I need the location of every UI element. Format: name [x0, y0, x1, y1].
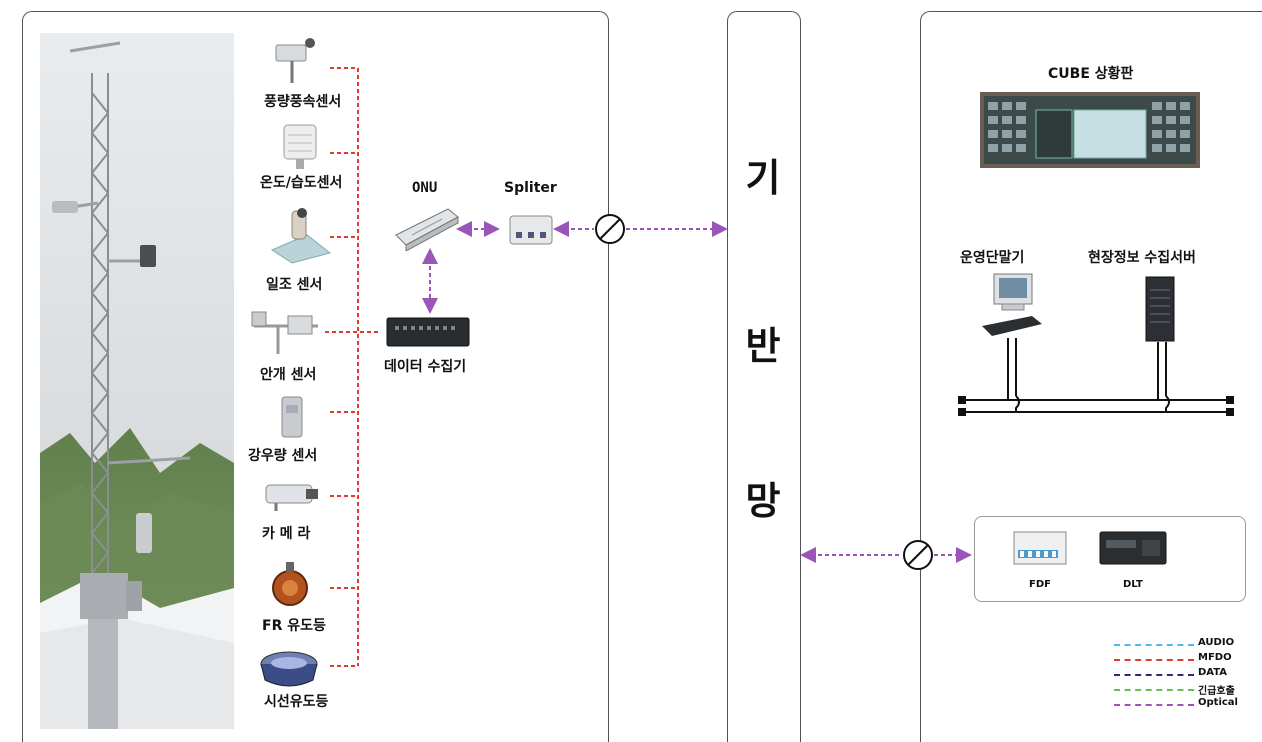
- sensor-label-temp-humidity: 온도/습도센서: [260, 175, 343, 191]
- onu-device-icon: [392, 205, 460, 251]
- sensor-label-fog: 안개 센서: [260, 367, 317, 383]
- fog-sensor-icon: [248, 296, 324, 356]
- camera-icon: [262, 475, 322, 513]
- fdf-device-icon: [1010, 524, 1070, 572]
- sensor-label-camera: 카 메 라: [262, 526, 311, 542]
- temperature-humidity-sensor-icon: [280, 123, 320, 171]
- sunshine-sensor-icon: [262, 205, 332, 265]
- rain-gauge-icon: [280, 395, 304, 439]
- sensor-label-wind: 풍량풍속센서: [264, 94, 342, 110]
- cube-status-board-icon: [980, 92, 1200, 168]
- legend-item: AUDIO: [1114, 637, 1254, 651]
- legend-label: MFDO: [1198, 652, 1232, 663]
- optical-connector-icon: [595, 214, 933, 570]
- backbone-char-2: 반: [745, 324, 781, 368]
- fdf-label: FDF: [1029, 579, 1051, 590]
- dlt-label: DLT: [1123, 579, 1143, 590]
- data-collector-label: 데이터 수집기: [384, 359, 467, 375]
- backbone-char-3: 망: [745, 479, 781, 523]
- legend-label: 긴급호출: [1198, 686, 1235, 697]
- sensor-label-gaze-light: 시선유도등: [264, 694, 329, 710]
- operation-terminal-icon: [980, 272, 1044, 338]
- gaze-guide-light-icon: [258, 648, 320, 688]
- cube-board-title: CUBE 상황판: [1048, 66, 1134, 82]
- legend-line-swatch: [1114, 689, 1194, 691]
- splitter-label: Spliter: [504, 180, 557, 196]
- dlt-device-icon: [1098, 528, 1168, 568]
- legend-label: AUDIO: [1198, 637, 1235, 648]
- legend-label: Optical: [1198, 697, 1238, 708]
- operation-terminal-label: 운영단말기: [960, 250, 1025, 266]
- legend-line-swatch: [1114, 659, 1194, 661]
- backbone-panel: [727, 11, 801, 742]
- legend-line-swatch: [1114, 674, 1194, 676]
- sensor-label-sunshine: 일조 센서: [266, 277, 323, 293]
- legend-item: MFDO: [1114, 652, 1254, 666]
- wind-sensor-icon: [268, 35, 318, 85]
- sensor-label-fr-light: FR 유도등: [262, 618, 326, 634]
- sensor-label-rain: 강우량 센서: [248, 448, 318, 464]
- field-server-label: 현장정보 수집서버: [1088, 250, 1196, 266]
- field-server-icon: [1145, 276, 1175, 342]
- splitter-device-icon: [508, 210, 554, 248]
- legend-item: Optical: [1114, 697, 1254, 711]
- onu-label: ONU: [412, 180, 438, 196]
- weather-tower-illustration: [40, 33, 234, 729]
- legend-label: DATA: [1198, 667, 1228, 678]
- data-collector-icon: [385, 314, 471, 350]
- fr-guide-light-icon: [272, 560, 308, 612]
- legend-line-swatch: [1114, 644, 1194, 646]
- legend-item: DATA: [1114, 667, 1254, 681]
- legend-item: 긴급호출: [1114, 682, 1254, 697]
- backbone-char-1: 기: [745, 156, 781, 200]
- legend-line-swatch: [1114, 704, 1194, 706]
